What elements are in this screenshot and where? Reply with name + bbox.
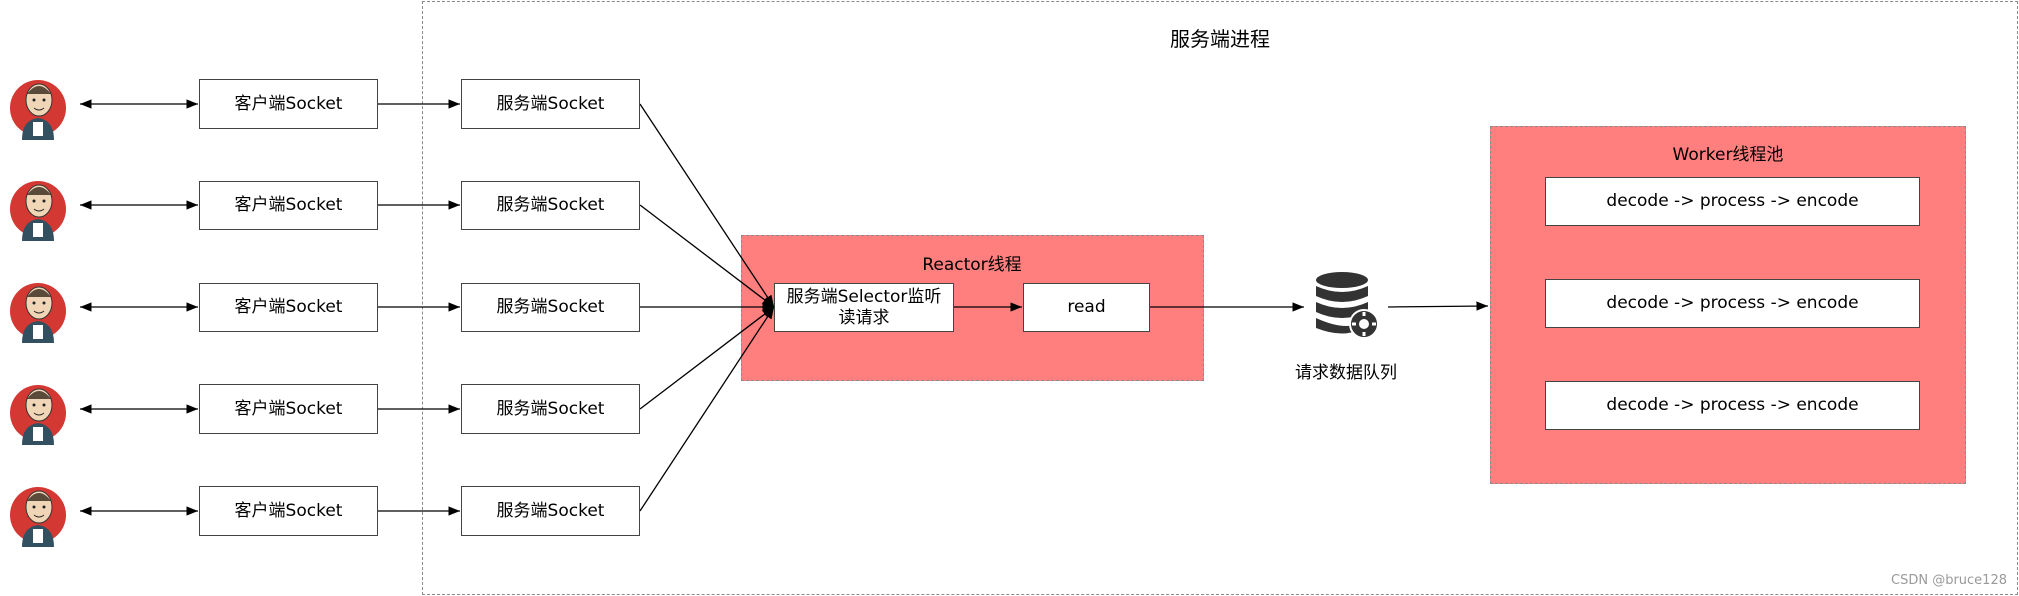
jenkins-butler-icon (10, 80, 66, 140)
client-avatar-2 (8, 171, 72, 241)
client-socket-4: 客户端Socket (199, 384, 378, 434)
worker-pool-title: Worker线程池 (1672, 145, 1784, 165)
jenkins-butler-icon (10, 487, 66, 547)
client-socket-3: 客户端Socket (199, 283, 378, 332)
client-socket-2: 客户端Socket (199, 181, 378, 230)
client-avatar-1 (8, 70, 72, 140)
client-socket-5: 客户端Socket (199, 486, 378, 536)
queue-label: 请求数据队列 (1295, 363, 1397, 383)
server-socket-2: 服务端Socket (461, 181, 640, 230)
server-process-title: 服务端进程 (1170, 27, 1270, 51)
watermark: CSDN @bruce128 (1891, 573, 2007, 588)
selector-box: 服务端Selector监听读请求 (774, 283, 954, 332)
server-socket-5: 服务端Socket (461, 486, 640, 536)
database-queue-icon (1308, 268, 1380, 340)
server-socket-3: 服务端Socket (461, 283, 640, 332)
client-avatar-5 (8, 477, 72, 547)
server-socket-4: 服务端Socket (461, 384, 640, 434)
worker-task-3: decode -> process -> encode (1545, 381, 1920, 430)
client-avatar-4 (8, 375, 72, 445)
jenkins-butler-icon (10, 283, 66, 343)
client-socket-1: 客户端Socket (199, 79, 378, 129)
reactor-thread-title: Reactor线程 (922, 255, 1022, 275)
worker-task-1: decode -> process -> encode (1545, 177, 1920, 226)
client-avatar-3 (8, 273, 72, 343)
jenkins-butler-icon (10, 181, 66, 241)
server-socket-1: 服务端Socket (461, 79, 640, 129)
server-process-frame (422, 1, 2018, 595)
read-box: read (1023, 283, 1150, 332)
jenkins-butler-icon (10, 385, 66, 445)
worker-task-2: decode -> process -> encode (1545, 279, 1920, 328)
